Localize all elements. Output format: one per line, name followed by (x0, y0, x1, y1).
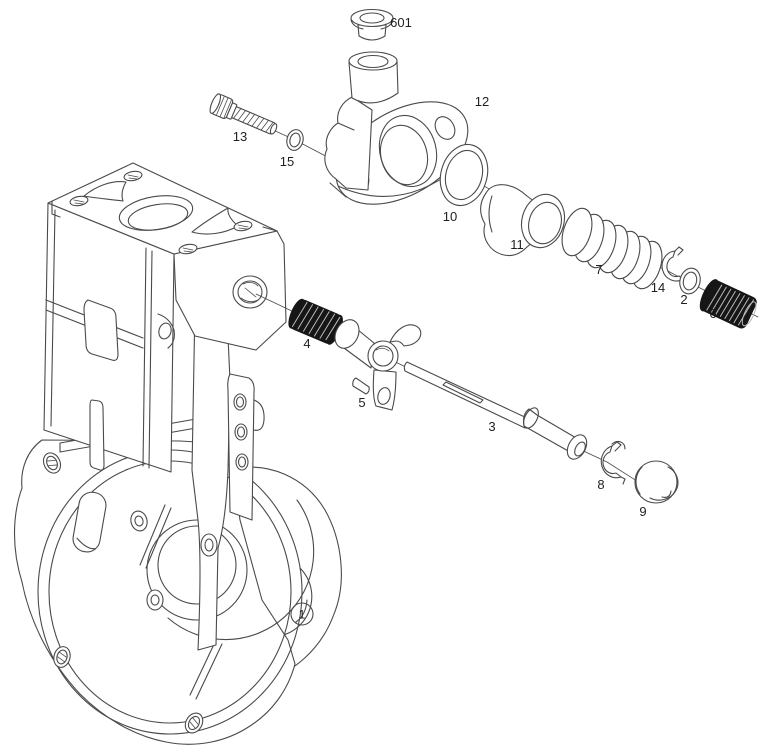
housing-right-face (173, 230, 287, 351)
part-11-cup (480, 184, 566, 257)
part-4-spring (288, 298, 343, 345)
callout-8: 8 (597, 477, 604, 492)
housing-screw-bosses (69, 170, 253, 255)
part-601-cap (350, 8, 394, 41)
part-6-threaded-plug (699, 279, 757, 329)
part-2-washer (679, 267, 701, 295)
part-5-lever (334, 319, 422, 411)
callout-5: 5 (358, 395, 365, 410)
callout-3: 3 (488, 419, 495, 434)
callout-1-circled: 1 (290, 602, 314, 626)
callout-15: 15 (280, 154, 294, 169)
part-15-washer (286, 129, 304, 151)
callout-10: 10 (443, 209, 457, 224)
callout-11: 11 (510, 237, 524, 252)
callout-6: 6 (709, 306, 716, 321)
part-7-spring (561, 207, 663, 290)
housing-bracket (227, 373, 255, 521)
part-13-bolt (209, 93, 278, 135)
callout-601: 601 (390, 15, 412, 30)
callout-labels: 601 12 13 15 10 11 7 14 2 6 4 5 3 8 9 1 (233, 15, 717, 626)
callout-12: 12 (475, 94, 489, 109)
callout-14: 14 (651, 280, 665, 295)
callout-2: 2 (680, 292, 687, 307)
part-8-clip (600, 440, 626, 485)
housing-oval-slot (72, 491, 107, 553)
callout-4: 4 (303, 336, 310, 351)
pump-neck (348, 61, 399, 104)
part-3-shaft (403, 361, 588, 460)
part-9-cap (634, 460, 679, 504)
callout-7: 7 (595, 262, 602, 277)
callout-9: 9 (639, 504, 646, 519)
pump-body-lump (324, 96, 373, 191)
callout-13: 13 (233, 129, 247, 144)
part-12-pump-body (324, 51, 469, 205)
callout-1: 1 (299, 608, 306, 622)
part-1-housing (13, 162, 342, 745)
part-10-gasket-ring (439, 143, 489, 207)
